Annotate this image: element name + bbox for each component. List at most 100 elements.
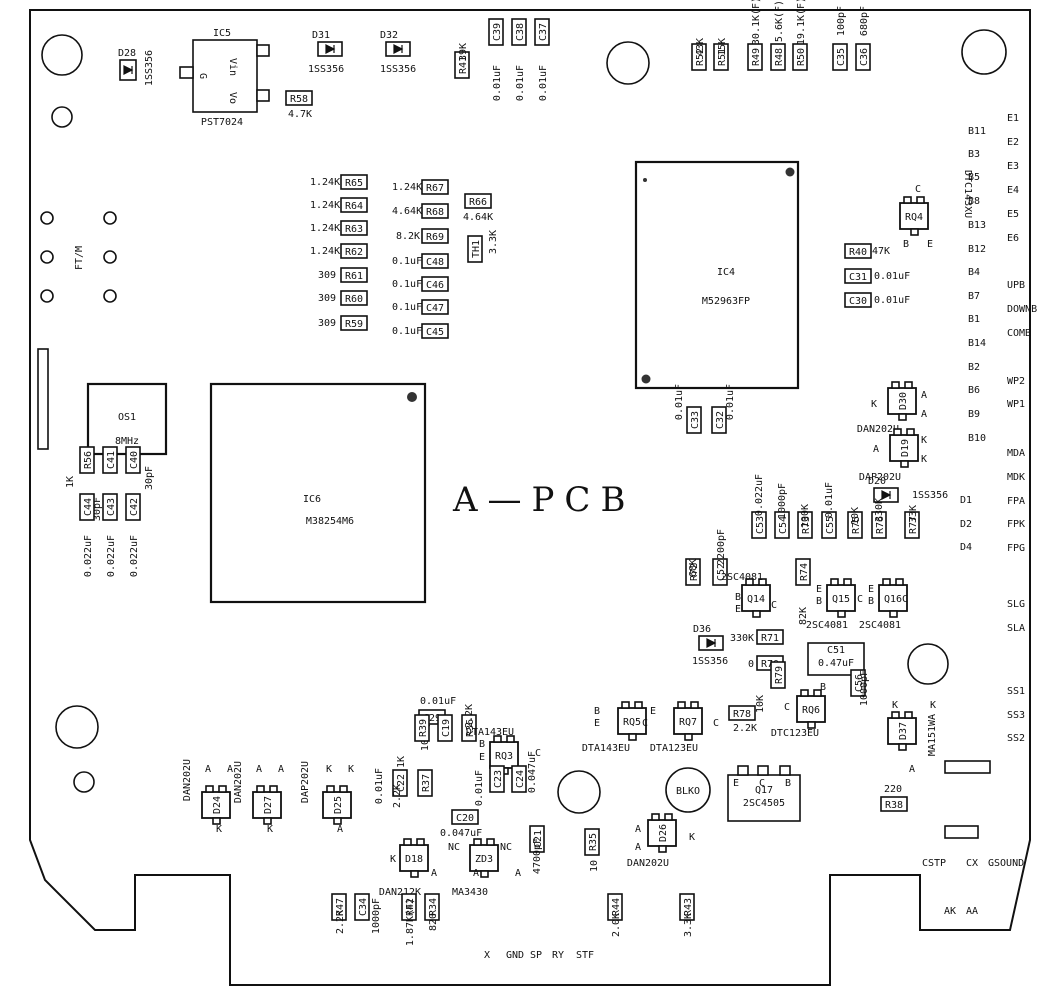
part-value: 2200pF (716, 529, 727, 565)
pin-letter: K (689, 832, 695, 843)
part-ref: C22 (396, 774, 407, 792)
part-ref: R39 (418, 719, 429, 737)
connector-pin-label: COMB (1007, 328, 1031, 339)
part-value: 1SS356 (692, 656, 728, 667)
part-value: DTC143XU (962, 170, 973, 218)
part-ref: C55 (825, 516, 836, 534)
part-value: 100K (800, 504, 811, 528)
part-value: 0.01uF (674, 384, 685, 420)
bottom-pin-label: RY (552, 950, 564, 961)
part-value: 330K (730, 633, 754, 644)
part-value: 4.64K (463, 212, 493, 223)
connector-pin-label: FPA (1007, 496, 1025, 507)
pin-letter: K (930, 700, 936, 711)
part-value: 330K (874, 498, 885, 522)
pin-letter: A (256, 764, 262, 775)
part-value: 820 (428, 913, 439, 931)
part-ref: R56 (83, 451, 94, 469)
pin-letter: K (892, 700, 898, 711)
connector-pin-label: CX (966, 858, 978, 869)
part-value: DAN202U (857, 424, 899, 435)
part-ref: R59 (345, 319, 363, 330)
pin-letter: B (785, 778, 791, 789)
blko-pad (665, 767, 711, 813)
component-c45: C450.1uF (392, 323, 449, 339)
connector-pin-label: B9 (968, 409, 980, 420)
bottom-pin-label: GND (506, 950, 524, 961)
part-ref: R63 (345, 224, 363, 235)
ic6-part: M38254M6 (306, 516, 354, 527)
part-ref: C46 (426, 280, 444, 291)
part-value: 220 (884, 784, 902, 795)
pin-letter: K (921, 435, 927, 446)
part-value: 10 (589, 860, 600, 872)
pin-letter: K (348, 764, 354, 775)
connector-pin-label: D1 (960, 495, 972, 506)
part-ref: R61 (345, 271, 363, 282)
connector-strip (944, 760, 991, 774)
part-ref: R67 (426, 183, 444, 194)
part-value: 2.2K (335, 910, 346, 934)
os1-oscillator: OS1 8MHz (86, 382, 168, 456)
part-ref: C48 (426, 257, 444, 268)
part-ref: Q16 (884, 594, 902, 605)
pin-letter: E (479, 752, 485, 763)
part-ref: C29 (423, 713, 441, 724)
pin-letter: A (515, 868, 521, 879)
connector-pin-label: B13 (968, 220, 986, 231)
connector-pin-label: SS1 (1007, 686, 1025, 697)
part-ref: C39 (492, 23, 503, 41)
part-value: 4.64K (392, 206, 422, 217)
pin-letter: B (903, 239, 909, 250)
pin-letter: K (871, 399, 877, 410)
svg-text:OS1: OS1 (118, 412, 136, 423)
pin-letter: A (909, 764, 915, 775)
part-ref: R75 (851, 516, 862, 534)
q17-transistor (727, 765, 801, 822)
mounting-hole (961, 29, 1007, 75)
part-ref: D24 (212, 796, 223, 814)
svg-text:PST7024: PST7024 (201, 117, 243, 128)
part-ref: D25 (333, 796, 344, 814)
pin-letter: C (771, 600, 777, 611)
part-ref: D31 (312, 30, 330, 41)
part-ref: R49 (751, 48, 762, 66)
part-value: 0.1uF (392, 326, 422, 337)
part-value: 1K (396, 756, 407, 768)
pin-letter: NC (448, 842, 460, 853)
connector-pin-label: B12 (968, 244, 986, 255)
part-value: 3.3K (488, 230, 499, 254)
connector-pin-label: SS2 (1007, 733, 1025, 744)
part-ref: Q15 (832, 594, 850, 605)
pin-letter: A (205, 764, 211, 775)
part-ref: R38 (885, 800, 903, 811)
pin-letter: C (902, 594, 908, 605)
connector-pin-label: SLA (1007, 623, 1025, 634)
connector-pin-label: B3 (968, 149, 980, 160)
connector-pin-label: B4 (968, 267, 980, 278)
